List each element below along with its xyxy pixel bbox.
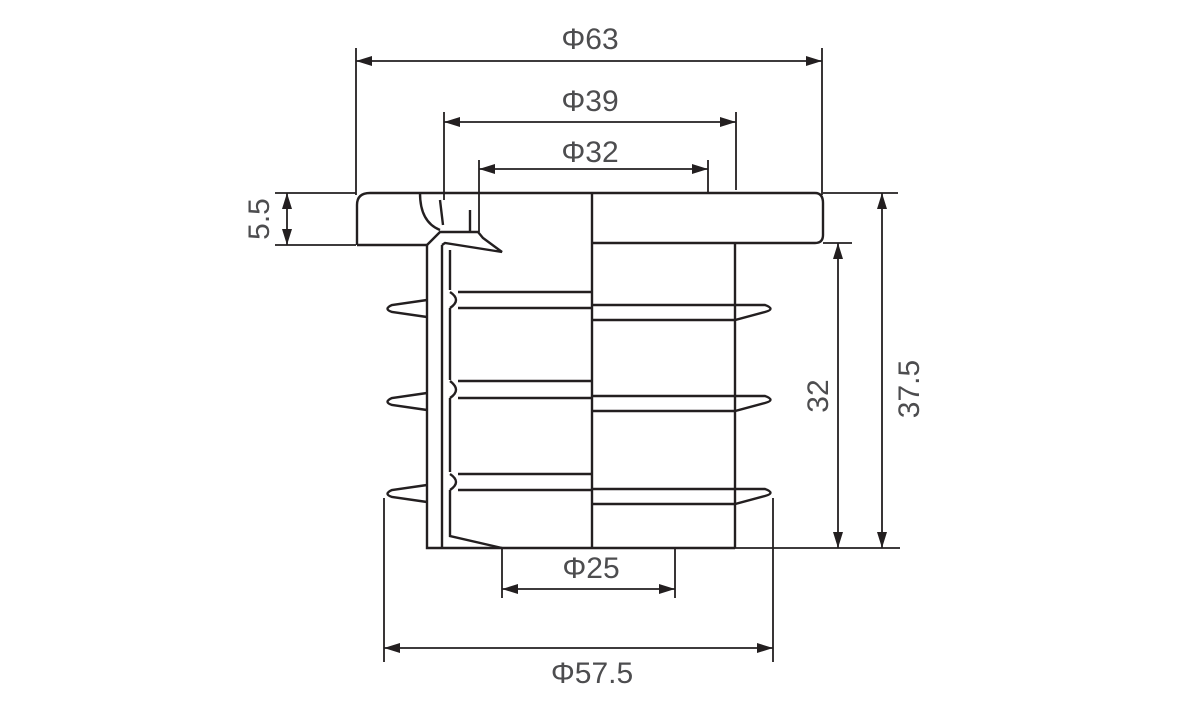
rib-bump-1 xyxy=(449,291,458,309)
dim-line-phi32 xyxy=(479,164,708,174)
part-outline xyxy=(355,191,825,550)
label-phi25: Φ25 xyxy=(562,552,619,585)
dim-line-32 xyxy=(833,243,843,548)
dimension-labels: Φ63 Φ39 Φ32 Φ25 Φ57.5 5.5 32 37.5 xyxy=(243,23,926,690)
label-phi32: Φ32 xyxy=(561,136,618,169)
label-phi39: Φ39 xyxy=(561,85,618,118)
dim-line-phi25 xyxy=(502,584,675,594)
right-fin-1 xyxy=(592,303,772,322)
top-hook xyxy=(426,230,503,254)
left-fin-3 xyxy=(386,483,428,504)
left-fin-2 xyxy=(386,391,428,412)
dim-line-37-5 xyxy=(877,193,887,548)
rib-bump-2 xyxy=(449,380,458,399)
dim-line-phi63 xyxy=(356,56,822,66)
flange-top-edge xyxy=(355,191,825,245)
label-32: 32 xyxy=(802,379,835,412)
dim-line-5-5 xyxy=(282,193,292,245)
label-37-5: 37.5 xyxy=(893,360,926,418)
hook-notch xyxy=(418,192,472,232)
right-fin-2 xyxy=(592,394,772,413)
right-fin-3 xyxy=(592,487,772,506)
dimension-lines xyxy=(282,56,887,653)
label-phi57-5: Φ57.5 xyxy=(551,657,633,690)
extension-lines xyxy=(275,48,900,662)
left-inner-wall-inner xyxy=(448,250,503,550)
label-phi63: Φ63 xyxy=(561,23,618,56)
dim-line-phi57-5 xyxy=(384,643,773,653)
rib-bump-3 xyxy=(449,473,458,491)
label-5-5: 5.5 xyxy=(243,198,276,240)
dim-line-phi39 xyxy=(444,117,736,127)
flange-underside-left xyxy=(357,243,502,550)
left-fin-1 xyxy=(386,298,428,319)
